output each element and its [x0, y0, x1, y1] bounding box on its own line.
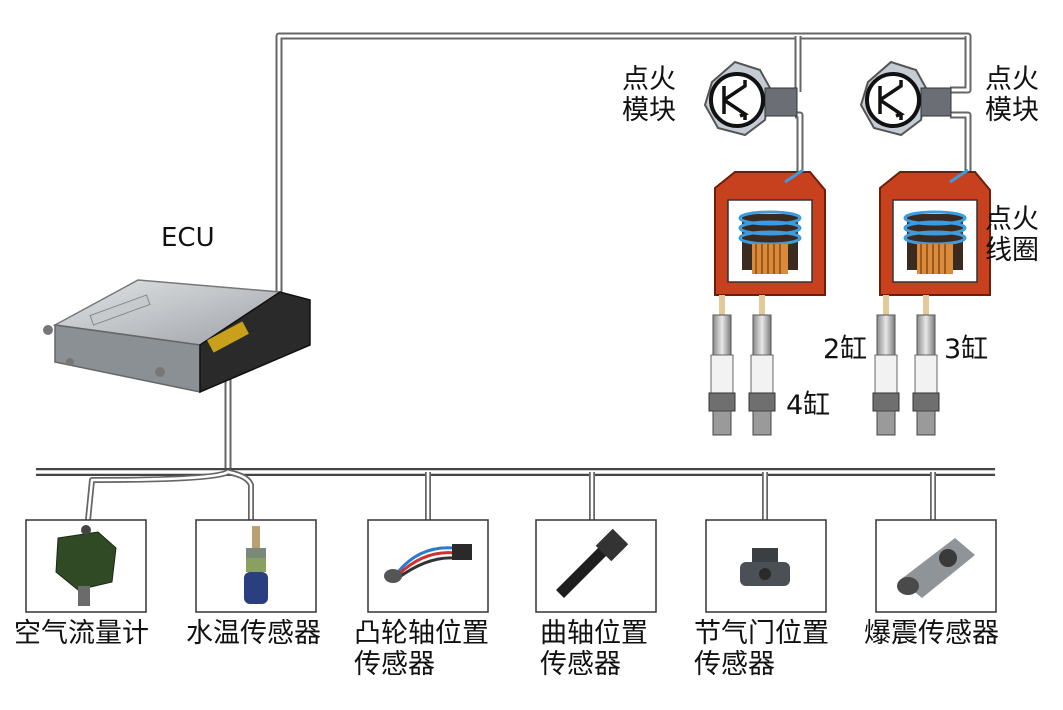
spark-plug-2 — [872, 295, 900, 436]
cam-sensor-icon — [384, 544, 472, 583]
cylinder-4-label: 4缸 — [786, 390, 831, 421]
spark-plug-3 — [912, 295, 940, 436]
ignition-module-2 — [859, 60, 952, 137]
ignition-coil-1 — [714, 168, 826, 296]
sensor-label-coolant: 水温传感器 — [186, 618, 321, 649]
wiring — [36, 32, 995, 521]
crank-sensor-icon — [556, 528, 629, 598]
knock-sensor-icon — [897, 538, 975, 598]
sensor-label-maf: 空气流量计 — [14, 618, 149, 649]
coolant-sensor-icon — [244, 526, 268, 604]
sensor-label-cam: 凸轮轴位置传感器 — [354, 618, 489, 680]
ignition-module-label-right: 点火模块 — [985, 64, 1039, 126]
spark-plug-4a — [708, 295, 736, 436]
ignition-module-1 — [703, 60, 798, 137]
throttle-sensor-icon — [740, 548, 790, 586]
sensor-label-throttle: 节气门位置传感器 — [694, 618, 829, 680]
ecu-unit — [43, 279, 311, 394]
spark-plug-4b — [748, 295, 776, 436]
cylinder-2-label: 2缸 — [823, 334, 868, 365]
sensor-box-cam — [367, 519, 489, 613]
maf-sensor-icon — [55, 525, 117, 606]
ignition-coil-label: 点火线圈 — [985, 204, 1039, 266]
sensor-label-knock: 爆震传感器 — [864, 618, 999, 649]
ecu-label: ECU — [161, 223, 215, 253]
cylinder-3-label: 3缸 — [944, 334, 989, 365]
ignition-coil-2 — [879, 168, 991, 296]
ignition-module-label-left: 点火模块 — [622, 64, 676, 126]
sensor-label-crank: 曲轴位置传感器 — [540, 618, 648, 680]
